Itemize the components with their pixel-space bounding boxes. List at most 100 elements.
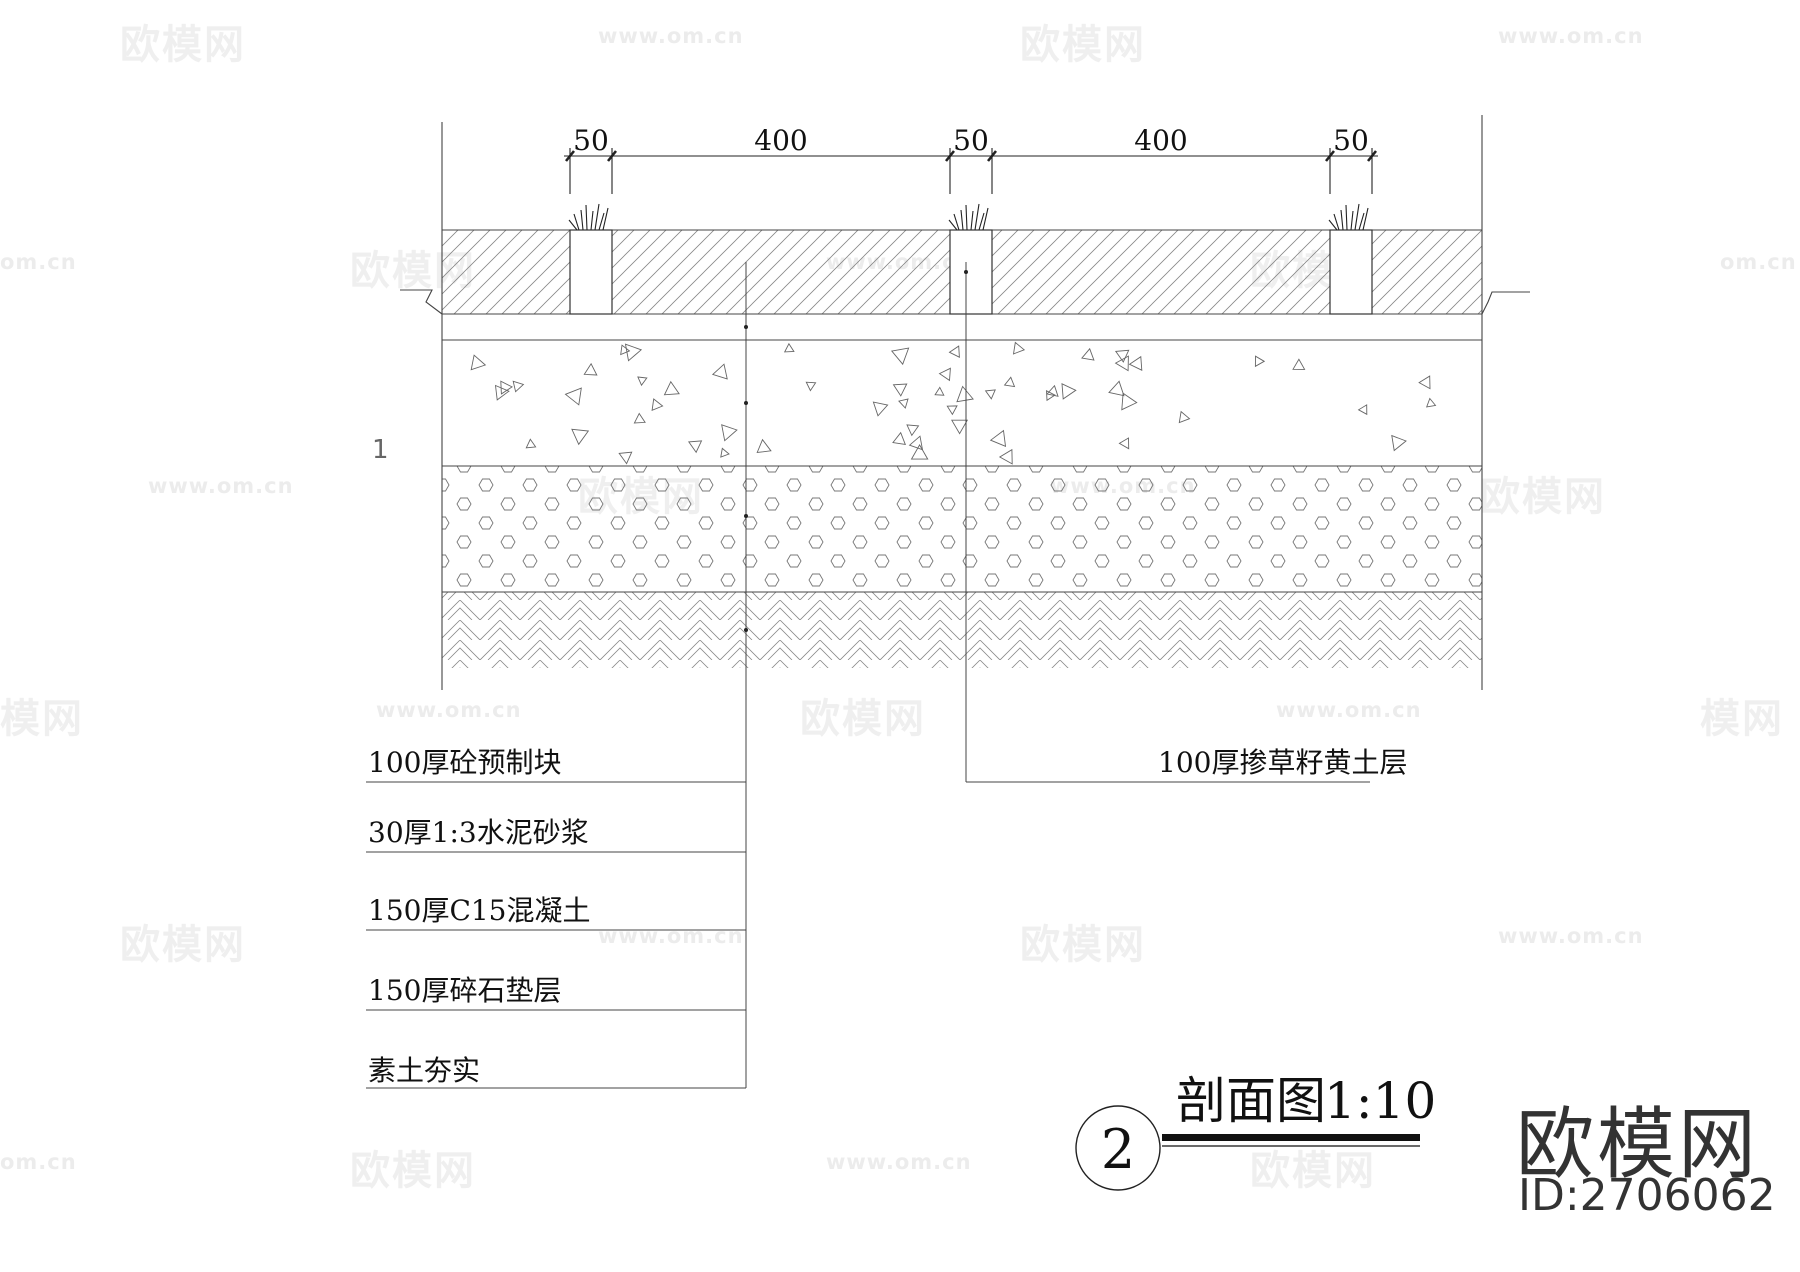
aggregate-mark: [1012, 341, 1026, 355]
aggregate-mark: [494, 384, 510, 401]
aggregate-mark: [1121, 392, 1138, 411]
aggregate-mark: [637, 376, 648, 387]
dimension-text: 50: [573, 124, 609, 157]
aggregate-mark: [1046, 384, 1059, 397]
aggregate-mark: [512, 380, 525, 393]
aggregate-mark: [624, 343, 643, 362]
aggregate-mark: [756, 438, 772, 454]
aggregate-mark: [1178, 410, 1191, 424]
leader-dots: [744, 270, 968, 632]
aggregate-mark: [906, 424, 920, 437]
watermark-logo: 欧模网: [1020, 22, 1146, 68]
grass-layer-label: 100厚掺草籽黄土层: [1158, 746, 1407, 779]
aggregate-mark: [946, 405, 958, 416]
layer-label: 150厚C15混凝土: [368, 894, 591, 927]
aggregate-mark: [620, 344, 631, 356]
aggregate-mark: [720, 447, 730, 458]
watermark-url: www.om.cn: [598, 24, 744, 48]
watermark-url: www.om.cn: [1498, 924, 1644, 948]
aggregate-mark: [989, 429, 1007, 448]
aggregate-mark: [583, 362, 598, 376]
watermark-logo-partial: 模网: [1700, 696, 1784, 742]
watermark-url: www.om.cn: [148, 474, 294, 498]
watermark-url-partial: om.cn: [1720, 250, 1797, 274]
section-side-mark: 1: [372, 435, 389, 465]
aggregate-mark: [651, 398, 664, 412]
aggregate-mark: [956, 385, 974, 403]
aggregate-mark: [500, 380, 513, 395]
grass-strips: [569, 229, 1373, 315]
title-block: 2 剖面图 1:10: [1075, 1072, 1436, 1191]
aggregate-mark: [663, 380, 680, 396]
watermark-logo: 欧模网: [1020, 922, 1146, 968]
aggregate-mark: [721, 424, 738, 442]
aggregate-mark: [470, 354, 487, 371]
grass-tuft-icons: [568, 203, 1369, 231]
aggregate-mark: [711, 363, 728, 380]
aggregate-mark: [934, 386, 945, 396]
aggregate-mark: [898, 398, 909, 409]
aggregate-mark: [687, 440, 703, 454]
aggregate-mark: [1081, 347, 1095, 361]
aggregate-mark: [564, 387, 582, 406]
dimension-texts: 50 400 50 400 50: [573, 124, 1369, 157]
watermark-url: www.om.cn: [1498, 24, 1644, 48]
layer-label: 150厚碎石垫层: [368, 974, 561, 1007]
aggregate-mark: [1114, 349, 1130, 363]
aggregate-mark: [1292, 358, 1306, 370]
aggregate-mark: [872, 401, 889, 417]
watermark-url: www.om.cn: [1276, 698, 1422, 722]
aggregate-mark: [1128, 355, 1143, 371]
aggregate-mark: [951, 419, 969, 435]
dimension-text: 50: [1333, 124, 1369, 157]
watermark-url: www.om.cn: [376, 698, 522, 722]
watermark-url: www.om.cn: [826, 1150, 972, 1174]
aggregate-mark: [908, 435, 924, 451]
aggregate-mark: [892, 431, 907, 445]
dimension-text: 400: [1134, 124, 1187, 157]
dimension-text: 50: [953, 124, 989, 157]
aggregate-mark: [1357, 404, 1368, 416]
watermark-url-partial: om.cn: [0, 1150, 77, 1174]
aggregate-mark: [892, 383, 908, 397]
watermark-logo: 欧模网: [120, 22, 246, 68]
drawing-title: 剖面图: [1176, 1072, 1326, 1130]
aggregate-mark: [1118, 437, 1130, 450]
aggregate-mark: [1061, 383, 1077, 400]
watermark-logo-partial: 模网: [0, 696, 84, 742]
aggregate-mark: [783, 342, 795, 353]
layer-labels: 100厚砼预制块 30厚1:3水泥砂浆 150厚C15混凝土 150厚碎石垫层 …: [368, 746, 1407, 1087]
concrete-layer: [470, 341, 1437, 465]
watermark-logo: 欧模网: [800, 696, 926, 742]
watermark-logo: 欧模网: [350, 1148, 476, 1194]
dimension-lines: [564, 148, 1378, 194]
aggregate-mark: [618, 451, 633, 465]
layer-label: 素土夯实: [368, 1054, 480, 1087]
brand-id-text: ID:2706062: [1518, 1170, 1776, 1221]
gravel-layer: [442, 466, 1482, 592]
layer-label: 30厚1:3水泥砂浆: [368, 816, 589, 849]
brand-logo-text: 欧模网: [1516, 1100, 1760, 1190]
dimension-text: 400: [754, 124, 807, 157]
aggregate-mark: [1426, 397, 1437, 408]
watermark-logo: 欧模网: [120, 922, 246, 968]
block-layer: [442, 230, 1482, 314]
aggregate-mark: [1003, 376, 1016, 388]
grass-tuft-icon: [1328, 203, 1369, 231]
title-number: 2: [1101, 1118, 1135, 1181]
aggregate-mark: [948, 345, 960, 358]
aggregate-mark: [1418, 375, 1431, 390]
aggregate-mark: [910, 443, 929, 460]
watermark-url-partial: om.cn: [0, 250, 77, 274]
aggregate-mark: [890, 347, 910, 366]
aggregate-mark: [1391, 434, 1407, 452]
layer-label: 100厚砼预制块: [368, 746, 561, 779]
title-number-circle: [1075, 1105, 1161, 1191]
aggregate-mark: [525, 438, 537, 449]
aggregate-mark: [1046, 390, 1056, 402]
aggregate-mark: [984, 389, 996, 400]
aggregate-mark: [938, 367, 951, 382]
title-underline-thick: [1162, 1134, 1420, 1141]
